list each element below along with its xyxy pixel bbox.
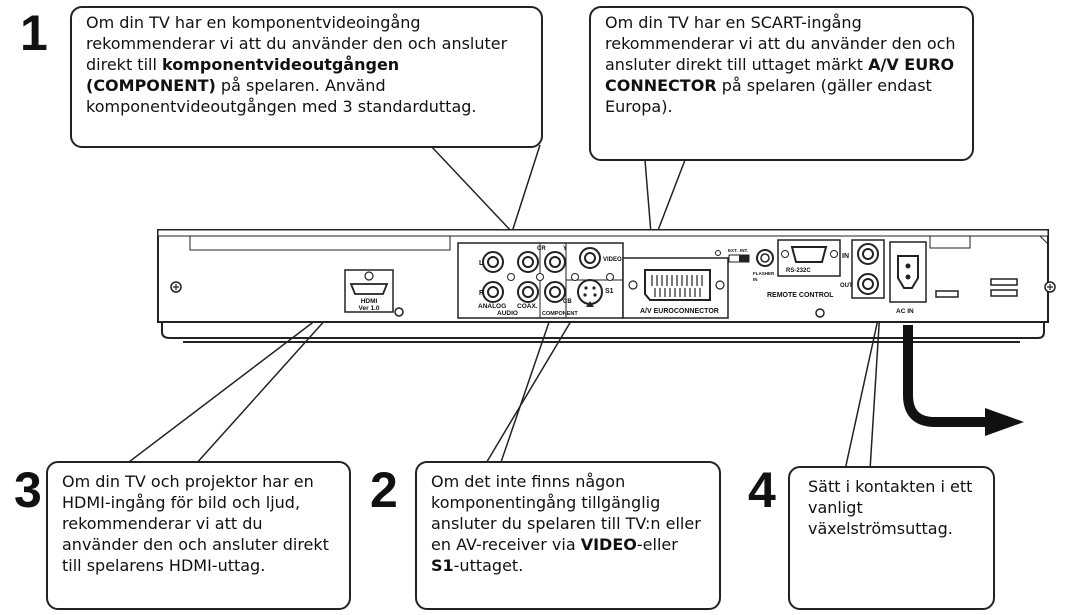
vents [935, 278, 1018, 298]
remote-control-label: REMOTE CONTROL [767, 292, 834, 299]
power-cord-arrow [903, 325, 1024, 436]
ac-in-label: AC IN [896, 308, 914, 315]
cb-label: CB [563, 299, 572, 305]
hdmi-port: HDMI Ver 1.0 [344, 269, 394, 313]
audio-component-block: L R ANALOG COAX. AUDIO CR Y CB COMPONENT… [457, 242, 624, 319]
cr-label: CR [537, 246, 546, 252]
in-label: IN [842, 253, 849, 260]
callout-video-s1: Om det inte finns någon komponentingång … [415, 461, 721, 610]
step-number-4: 4 [748, 462, 776, 518]
rs232c-label: RS-232C [786, 268, 811, 274]
out-label: OUT [840, 283, 853, 289]
audio-label: AUDIO [497, 310, 518, 317]
hdmi-label: HDMI [361, 298, 378, 305]
remote-control-block: EXT. INT. FLASHER IN RS-232C IN OUT REMO… [715, 239, 885, 299]
step-number-3: 3 [14, 462, 42, 518]
s1-label: S1 [605, 288, 614, 295]
callout-hdmi: Om din TV och projektor har en HDMI-ingå… [46, 461, 351, 610]
video-label: VIDEO [603, 257, 622, 263]
av-euroconnector-label: A/V EUROCONNECTOR [640, 308, 719, 315]
int-label: INT. [740, 248, 748, 253]
scart-block: A/V EUROCONNECTOR [622, 257, 729, 319]
step-number-2: 2 [370, 462, 398, 518]
callout-lines [124, 144, 881, 471]
flasher-in-label: IN [753, 277, 758, 282]
audio-r-label: R [479, 290, 484, 297]
flasher-label: FLASHER [753, 271, 775, 276]
coax-label: COAX. [517, 303, 538, 310]
step-number-1: 1 [20, 5, 48, 61]
audio-l-label: L [479, 260, 484, 267]
analog-label: ANALOG [478, 303, 506, 310]
callout-power: Sätt i kontakten i ett vanligt växelströ… [788, 466, 995, 610]
callout-component: Om din TV har en komponentvideoingång re… [70, 6, 543, 148]
hdmi-ver-label: Ver 1.0 [359, 305, 380, 312]
component-label: COMPONENT [542, 311, 578, 317]
callout-scart: Om din TV har en SCART-ingång rekommende… [589, 6, 974, 161]
ext-label: EXT. [728, 248, 738, 253]
y-label: Y [563, 246, 567, 252]
ac-in-socket: AC IN [889, 241, 927, 315]
